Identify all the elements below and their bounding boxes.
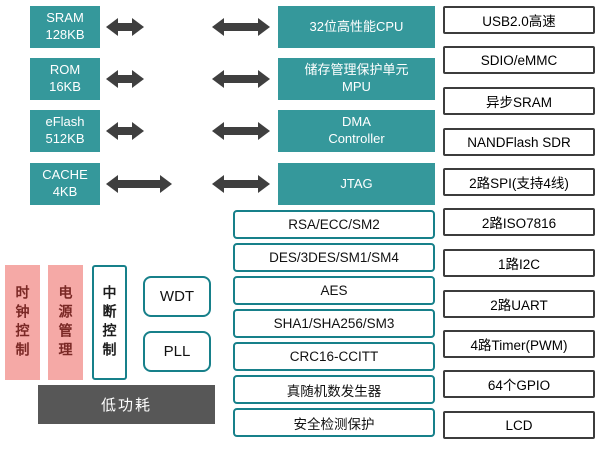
block-label: SRAM bbox=[46, 10, 84, 26]
block-label: JTAG bbox=[340, 175, 373, 191]
peripheral-block-spi: 2路SPI(支持4线) bbox=[443, 168, 595, 196]
block-label: MPU bbox=[342, 79, 371, 94]
double-arrow-icon bbox=[106, 175, 172, 193]
peripheral-block-timer: 4路Timer(PWM) bbox=[443, 330, 595, 358]
block-label: 2路UART bbox=[490, 298, 548, 313]
block-label: DMA bbox=[342, 114, 371, 130]
block-label: 中断控制 bbox=[101, 284, 118, 361]
jtag-block: JTAG bbox=[278, 163, 435, 205]
clock-control-block: 时钟控制 bbox=[5, 265, 40, 380]
block-label: 32位高性能CPU bbox=[309, 18, 404, 34]
memory-block-cache: CACHE 4KB bbox=[30, 163, 100, 205]
block-label: SDIO/eMMC bbox=[480, 52, 558, 68]
peripheral-block-lcd: LCD bbox=[443, 411, 595, 439]
double-arrow-icon bbox=[212, 175, 270, 193]
block-label: 4路Timer(PWM) bbox=[470, 338, 568, 353]
block-label: CRC16-CCITT bbox=[289, 349, 379, 364]
security-block-trng: 真随机数发生器 bbox=[233, 375, 435, 404]
block-label: 64个GPIO bbox=[487, 378, 551, 393]
block-label: 128KB bbox=[45, 27, 85, 42]
peripheral-block-gpio: 64个GPIO bbox=[443, 370, 595, 398]
double-arrow-icon bbox=[212, 122, 270, 140]
double-arrow-icon bbox=[212, 70, 270, 88]
double-arrow-icon bbox=[106, 70, 144, 88]
block-label: ROM bbox=[49, 62, 81, 78]
block-label: SHA1/SHA256/SM3 bbox=[273, 316, 395, 331]
block-label: 时钟控制 bbox=[14, 284, 31, 361]
block-label: 异步SRAM bbox=[485, 95, 552, 110]
memory-block-rom: ROM 16KB bbox=[30, 58, 100, 100]
block-label: 4KB bbox=[52, 184, 78, 199]
mpu-block: 储存管理保护单元 MPU bbox=[278, 58, 435, 100]
interrupt-control-block: 中断控制 bbox=[92, 265, 127, 380]
block-label: eFlash bbox=[45, 114, 85, 130]
block-label: LCD bbox=[505, 417, 533, 433]
block-label: 1路I2C bbox=[497, 257, 541, 272]
security-block-aes: AES bbox=[233, 276, 435, 305]
wdt-block: WDT bbox=[143, 276, 211, 317]
peripheral-block-async-sram: 异步SRAM bbox=[443, 87, 595, 115]
peripheral-block-i2c: 1路I2C bbox=[443, 249, 595, 277]
block-label: 安全检测保护 bbox=[293, 416, 375, 432]
double-arrow-icon bbox=[106, 122, 144, 140]
block-label: Controller bbox=[328, 131, 385, 146]
memory-block-sram: SRAM 128KB bbox=[30, 6, 100, 48]
block-label: 512KB bbox=[45, 131, 85, 146]
peripheral-block-sdio: SDIO/eMMC bbox=[443, 46, 595, 74]
block-label: AES bbox=[320, 283, 348, 298]
security-block-des: DES/3DES/SM1/SM4 bbox=[233, 243, 435, 272]
block-label: 2路ISO7816 bbox=[481, 216, 557, 231]
security-block-sha: SHA1/SHA256/SM3 bbox=[233, 309, 435, 338]
peripheral-block-uart: 2路UART bbox=[443, 290, 595, 318]
block-label: NANDFlash SDR bbox=[467, 134, 571, 150]
pll-block: PLL bbox=[143, 331, 211, 372]
double-arrow-icon bbox=[212, 18, 270, 36]
block-label: 真随机数发生器 bbox=[286, 383, 382, 399]
block-label: CACHE bbox=[42, 167, 88, 183]
block-label: 2路SPI(支持4线) bbox=[469, 176, 569, 191]
block-label: 16KB bbox=[49, 79, 81, 94]
block-label: RSA/ECC/SM2 bbox=[288, 217, 380, 232]
security-block-rsa: RSA/ECC/SM2 bbox=[233, 210, 435, 239]
block-label: 低功耗 bbox=[100, 397, 152, 414]
memory-block-eflash: eFlash 512KB bbox=[30, 110, 100, 152]
peripheral-block-nandflash: NANDFlash SDR bbox=[443, 128, 595, 156]
cpu-block: 32位高性能CPU bbox=[278, 6, 435, 48]
peripheral-block-iso7816: 2路ISO7816 bbox=[443, 208, 595, 236]
block-label: WDT bbox=[159, 288, 195, 305]
security-block-crc: CRC16-CCITT bbox=[233, 342, 435, 371]
block-label: USB2.0高速 bbox=[482, 14, 556, 29]
block-label: DES/3DES/SM1/SM4 bbox=[269, 250, 399, 265]
power-management-block: 电源管理 bbox=[48, 265, 83, 380]
low-power-block: 低功耗 bbox=[38, 385, 215, 424]
security-block-protection: 安全检测保护 bbox=[233, 408, 435, 437]
block-label: PLL bbox=[163, 343, 191, 360]
peripheral-block-usb: USB2.0高速 bbox=[443, 6, 595, 34]
block-label: 电源管理 bbox=[57, 284, 74, 361]
dma-block: DMA Controller bbox=[278, 110, 435, 152]
double-arrow-icon bbox=[106, 18, 144, 36]
block-label: 储存管理保护单元 bbox=[304, 62, 409, 78]
